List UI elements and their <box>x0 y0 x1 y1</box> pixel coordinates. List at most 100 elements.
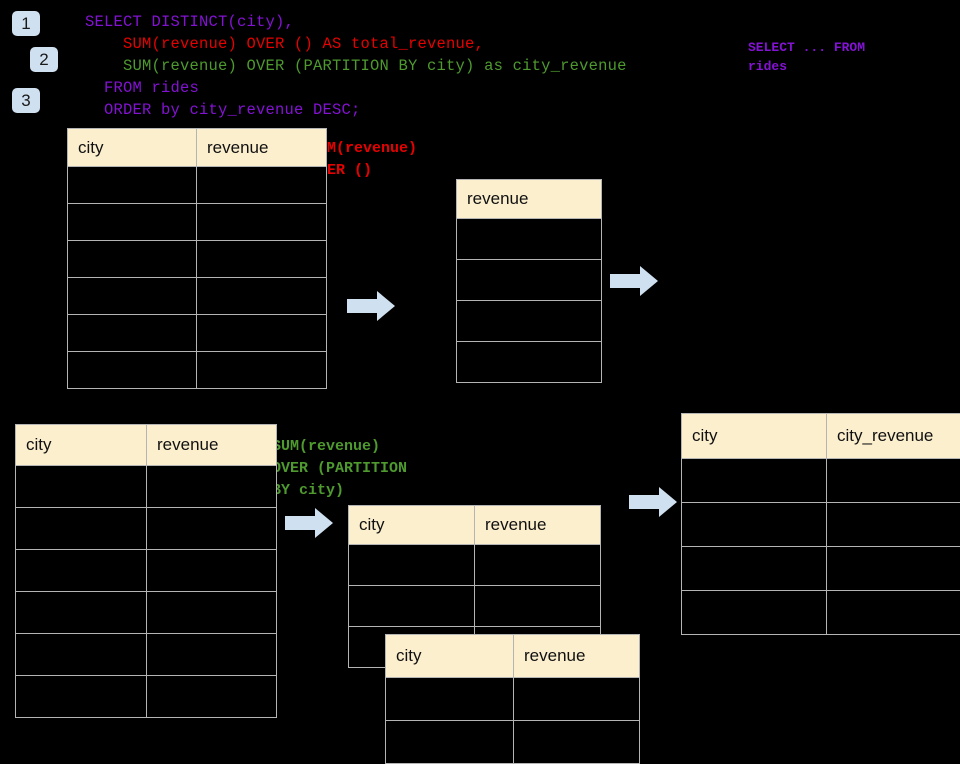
column-header-revenue: revenue <box>147 425 277 466</box>
table-row <box>68 204 327 241</box>
cell-city <box>682 459 827 503</box>
table-row <box>16 676 277 718</box>
cell-city <box>16 550 147 592</box>
cell-revenue <box>147 676 277 718</box>
sql-line-2: SUM(revenue) OVER () AS total_revenue, <box>85 34 484 56</box>
table-row <box>386 721 640 764</box>
cell-revenue <box>147 592 277 634</box>
cell-revenue <box>147 466 277 508</box>
column-header-city-revenue: city_revenue <box>827 414 960 459</box>
cell-city <box>16 676 147 718</box>
sql-line-1: SELECT DISTINCT(city), <box>85 12 294 34</box>
table-row <box>16 634 277 676</box>
rides-source-table-top: city revenue <box>67 128 327 389</box>
column-header-revenue: revenue <box>197 129 327 167</box>
table-row <box>682 459 960 503</box>
column-header-city: city <box>349 506 475 545</box>
arrow-rides-to-partition <box>285 508 333 538</box>
cell-revenue <box>475 545 601 586</box>
cell-city <box>682 547 827 591</box>
cell-revenue <box>147 508 277 550</box>
column-header-revenue: revenue <box>457 180 602 219</box>
cell-revenue <box>514 721 640 764</box>
cell-city <box>68 278 197 315</box>
cell-city-revenue <box>827 547 960 591</box>
cell-city <box>16 592 147 634</box>
cell-revenue <box>197 204 327 241</box>
table-header-row: city revenue <box>16 425 277 466</box>
cell-revenue <box>457 219 602 260</box>
arrow-revenue-to-result <box>610 266 658 296</box>
table-header-row: city revenue <box>68 129 327 167</box>
cell-city <box>68 204 197 241</box>
column-header-city: city <box>68 129 197 167</box>
table-row <box>16 466 277 508</box>
step-badge-2: 2 <box>30 47 58 72</box>
total-revenue-table: revenue <box>456 179 602 383</box>
cell-city <box>386 721 514 764</box>
column-header-city: city <box>682 414 827 459</box>
table-row <box>349 586 601 627</box>
table-row <box>457 260 602 301</box>
sql-line-5: ORDER by city_revenue DESC; <box>85 100 361 122</box>
table-row <box>457 342 602 383</box>
cell-city <box>682 591 827 635</box>
step-badge-2-label: 2 <box>39 51 48 68</box>
column-header-city: city <box>16 425 147 466</box>
column-header-city: city <box>386 635 514 678</box>
cell-city <box>16 508 147 550</box>
arrow-rides-to-revenue <box>347 291 395 321</box>
result-table: city city_revenue <box>681 413 960 635</box>
cell-revenue <box>197 352 327 389</box>
step-badge-3: 3 <box>12 88 40 113</box>
cell-revenue <box>457 301 602 342</box>
table-header-row: city revenue <box>386 635 640 678</box>
table-header-row: city city_revenue <box>682 414 960 459</box>
table-header-row: revenue <box>457 180 602 219</box>
cell-revenue <box>197 241 327 278</box>
cell-city-revenue <box>827 591 960 635</box>
cell-city <box>68 241 197 278</box>
step-badge-3-label: 3 <box>21 92 30 109</box>
step-badge-1-label: 1 <box>21 15 30 32</box>
cell-revenue <box>197 167 327 204</box>
arrow-partition-to-result <box>629 487 677 517</box>
partition-table-front: city revenue <box>385 634 640 764</box>
table-row <box>349 545 601 586</box>
table-row <box>386 678 640 721</box>
annotation-source-scan: SELECT ... FROM rides <box>748 38 865 76</box>
cell-city <box>16 466 147 508</box>
cell-city <box>16 634 147 676</box>
cell-city-revenue <box>827 503 960 547</box>
cell-city <box>349 545 475 586</box>
table-row <box>682 503 960 547</box>
cell-revenue <box>457 260 602 301</box>
cell-city <box>68 315 197 352</box>
table-row <box>457 219 602 260</box>
cell-revenue <box>197 278 327 315</box>
cell-city <box>68 352 197 389</box>
table-header-row: city revenue <box>349 506 601 545</box>
table-row <box>16 592 277 634</box>
cell-city <box>68 167 197 204</box>
table-row <box>16 508 277 550</box>
sql-line-4: FROM rides <box>85 78 199 100</box>
column-header-revenue: revenue <box>514 635 640 678</box>
table-row <box>682 547 960 591</box>
cell-revenue <box>147 550 277 592</box>
cell-city <box>386 678 514 721</box>
table-row <box>682 591 960 635</box>
cell-city-revenue <box>827 459 960 503</box>
annotation-city-revenue: SUM(revenue) OVER (PARTITION BY city) <box>272 436 407 502</box>
cell-city <box>349 586 475 627</box>
cell-revenue <box>147 634 277 676</box>
cell-revenue <box>197 315 327 352</box>
rides-source-table-bottom: city revenue <box>15 424 277 718</box>
sql-line-3: SUM(revenue) OVER (PARTITION BY city) as… <box>85 56 627 78</box>
column-header-revenue: revenue <box>475 506 601 545</box>
table-row <box>68 278 327 315</box>
table-row <box>16 550 277 592</box>
cell-revenue <box>514 678 640 721</box>
table-row <box>457 301 602 342</box>
table-row <box>68 167 327 204</box>
